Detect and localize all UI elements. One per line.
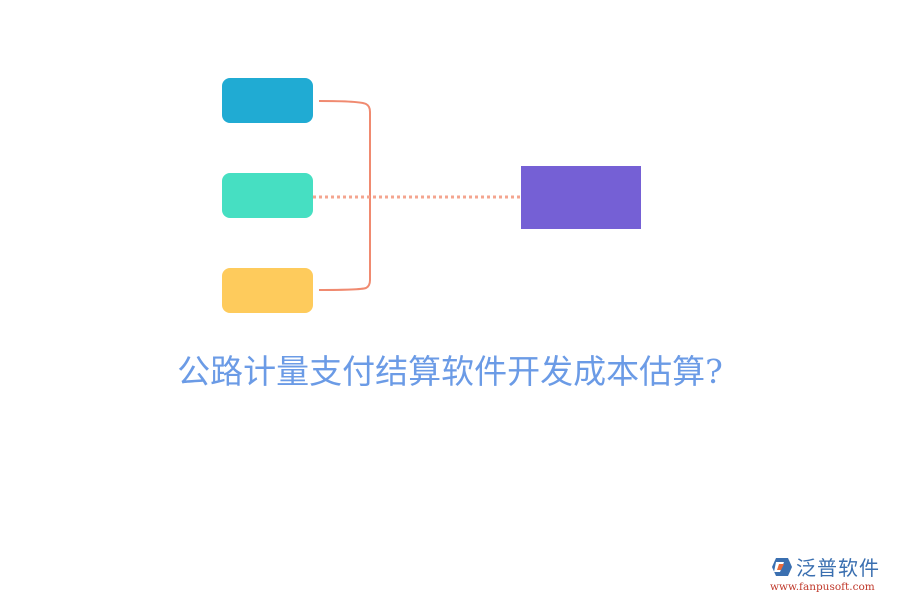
logo-name: 泛普软件 [796, 556, 880, 580]
node-box-yellow [222, 268, 313, 313]
page-title: 公路计量支付结算软件开发成本估算? [177, 352, 723, 391]
node-box-teal [222, 173, 313, 218]
logo-url: www.fanpusoft.com [770, 581, 875, 593]
fanpu-logo-icon [772, 557, 792, 576]
node-box-blue [222, 78, 313, 123]
target-box-purple [521, 166, 641, 229]
brand-logo[interactable]: 泛普软件 www.fanpusoft.com [770, 552, 895, 593]
